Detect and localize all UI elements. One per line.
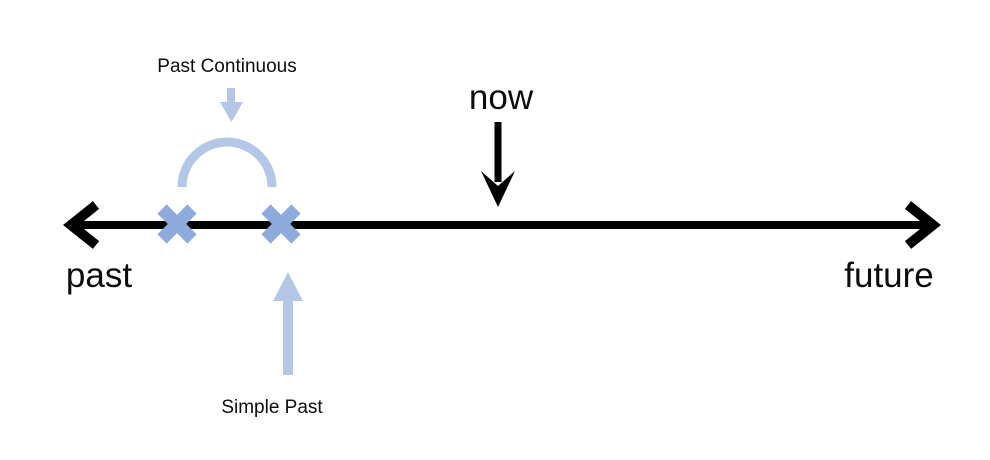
now-arrow-icon (481, 122, 515, 207)
x-mark-left-icon (157, 204, 197, 244)
past-continuous-arc (177, 137, 277, 188)
simple-past-arrow-head (273, 272, 303, 301)
past-continuous-arrow-head (220, 102, 243, 122)
x-mark-right-icon (261, 204, 301, 244)
past-label: past (65, 256, 133, 295)
timeline-arrowhead-left-icon (62, 201, 100, 249)
future-label: future (844, 256, 934, 295)
past-continuous-label: Past Continuous (157, 56, 297, 77)
simple-past-label: Simple Past (221, 397, 323, 418)
timeline-arrowhead-right-icon (904, 201, 942, 249)
simple-past-arrow-icon (273, 272, 303, 375)
now-label: now (468, 78, 534, 117)
now-arrow-head (481, 171, 515, 207)
past-continuous-arrow-icon (220, 88, 243, 122)
